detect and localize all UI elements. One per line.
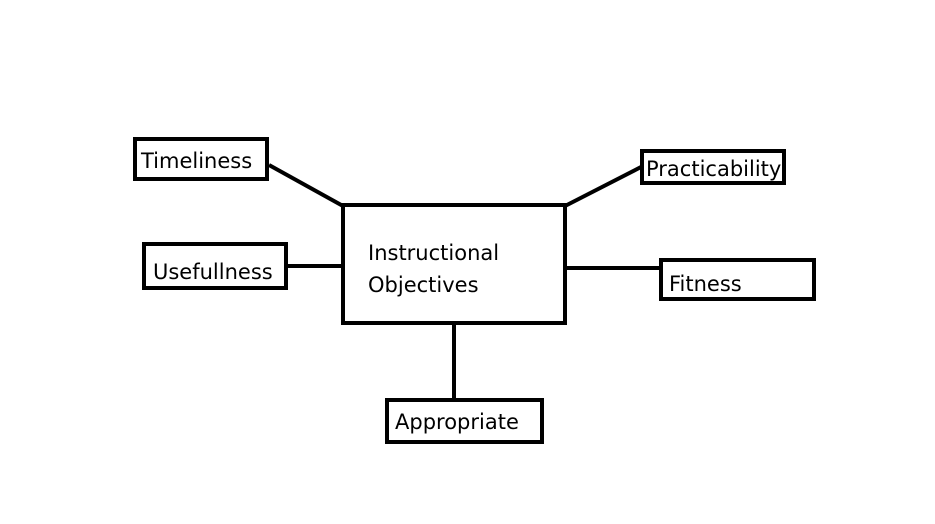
connector-practicability	[564, 165, 642, 208]
node-timeliness: Timeliness	[133, 137, 269, 181]
central-node-instructional-objectives: Instructional Objectives	[341, 203, 567, 325]
node-practicability: Practicability	[640, 149, 786, 185]
connector-timeliness	[268, 163, 344, 208]
node-timeliness-label: Timeliness	[141, 149, 253, 173]
node-usefullness: Usefullness	[142, 242, 288, 290]
central-node-label-line2: Objectives	[368, 273, 479, 297]
node-appropriate: Appropriate	[385, 398, 544, 444]
node-usefullness-label: Usefullness	[153, 260, 273, 284]
node-practicability-label: Practicability	[646, 157, 782, 181]
central-node-label-line1: Instructional	[368, 241, 500, 265]
node-appropriate-label: Appropriate	[395, 410, 519, 434]
node-fitness: Fitness	[659, 258, 816, 301]
node-fitness-label: Fitness	[669, 272, 742, 296]
